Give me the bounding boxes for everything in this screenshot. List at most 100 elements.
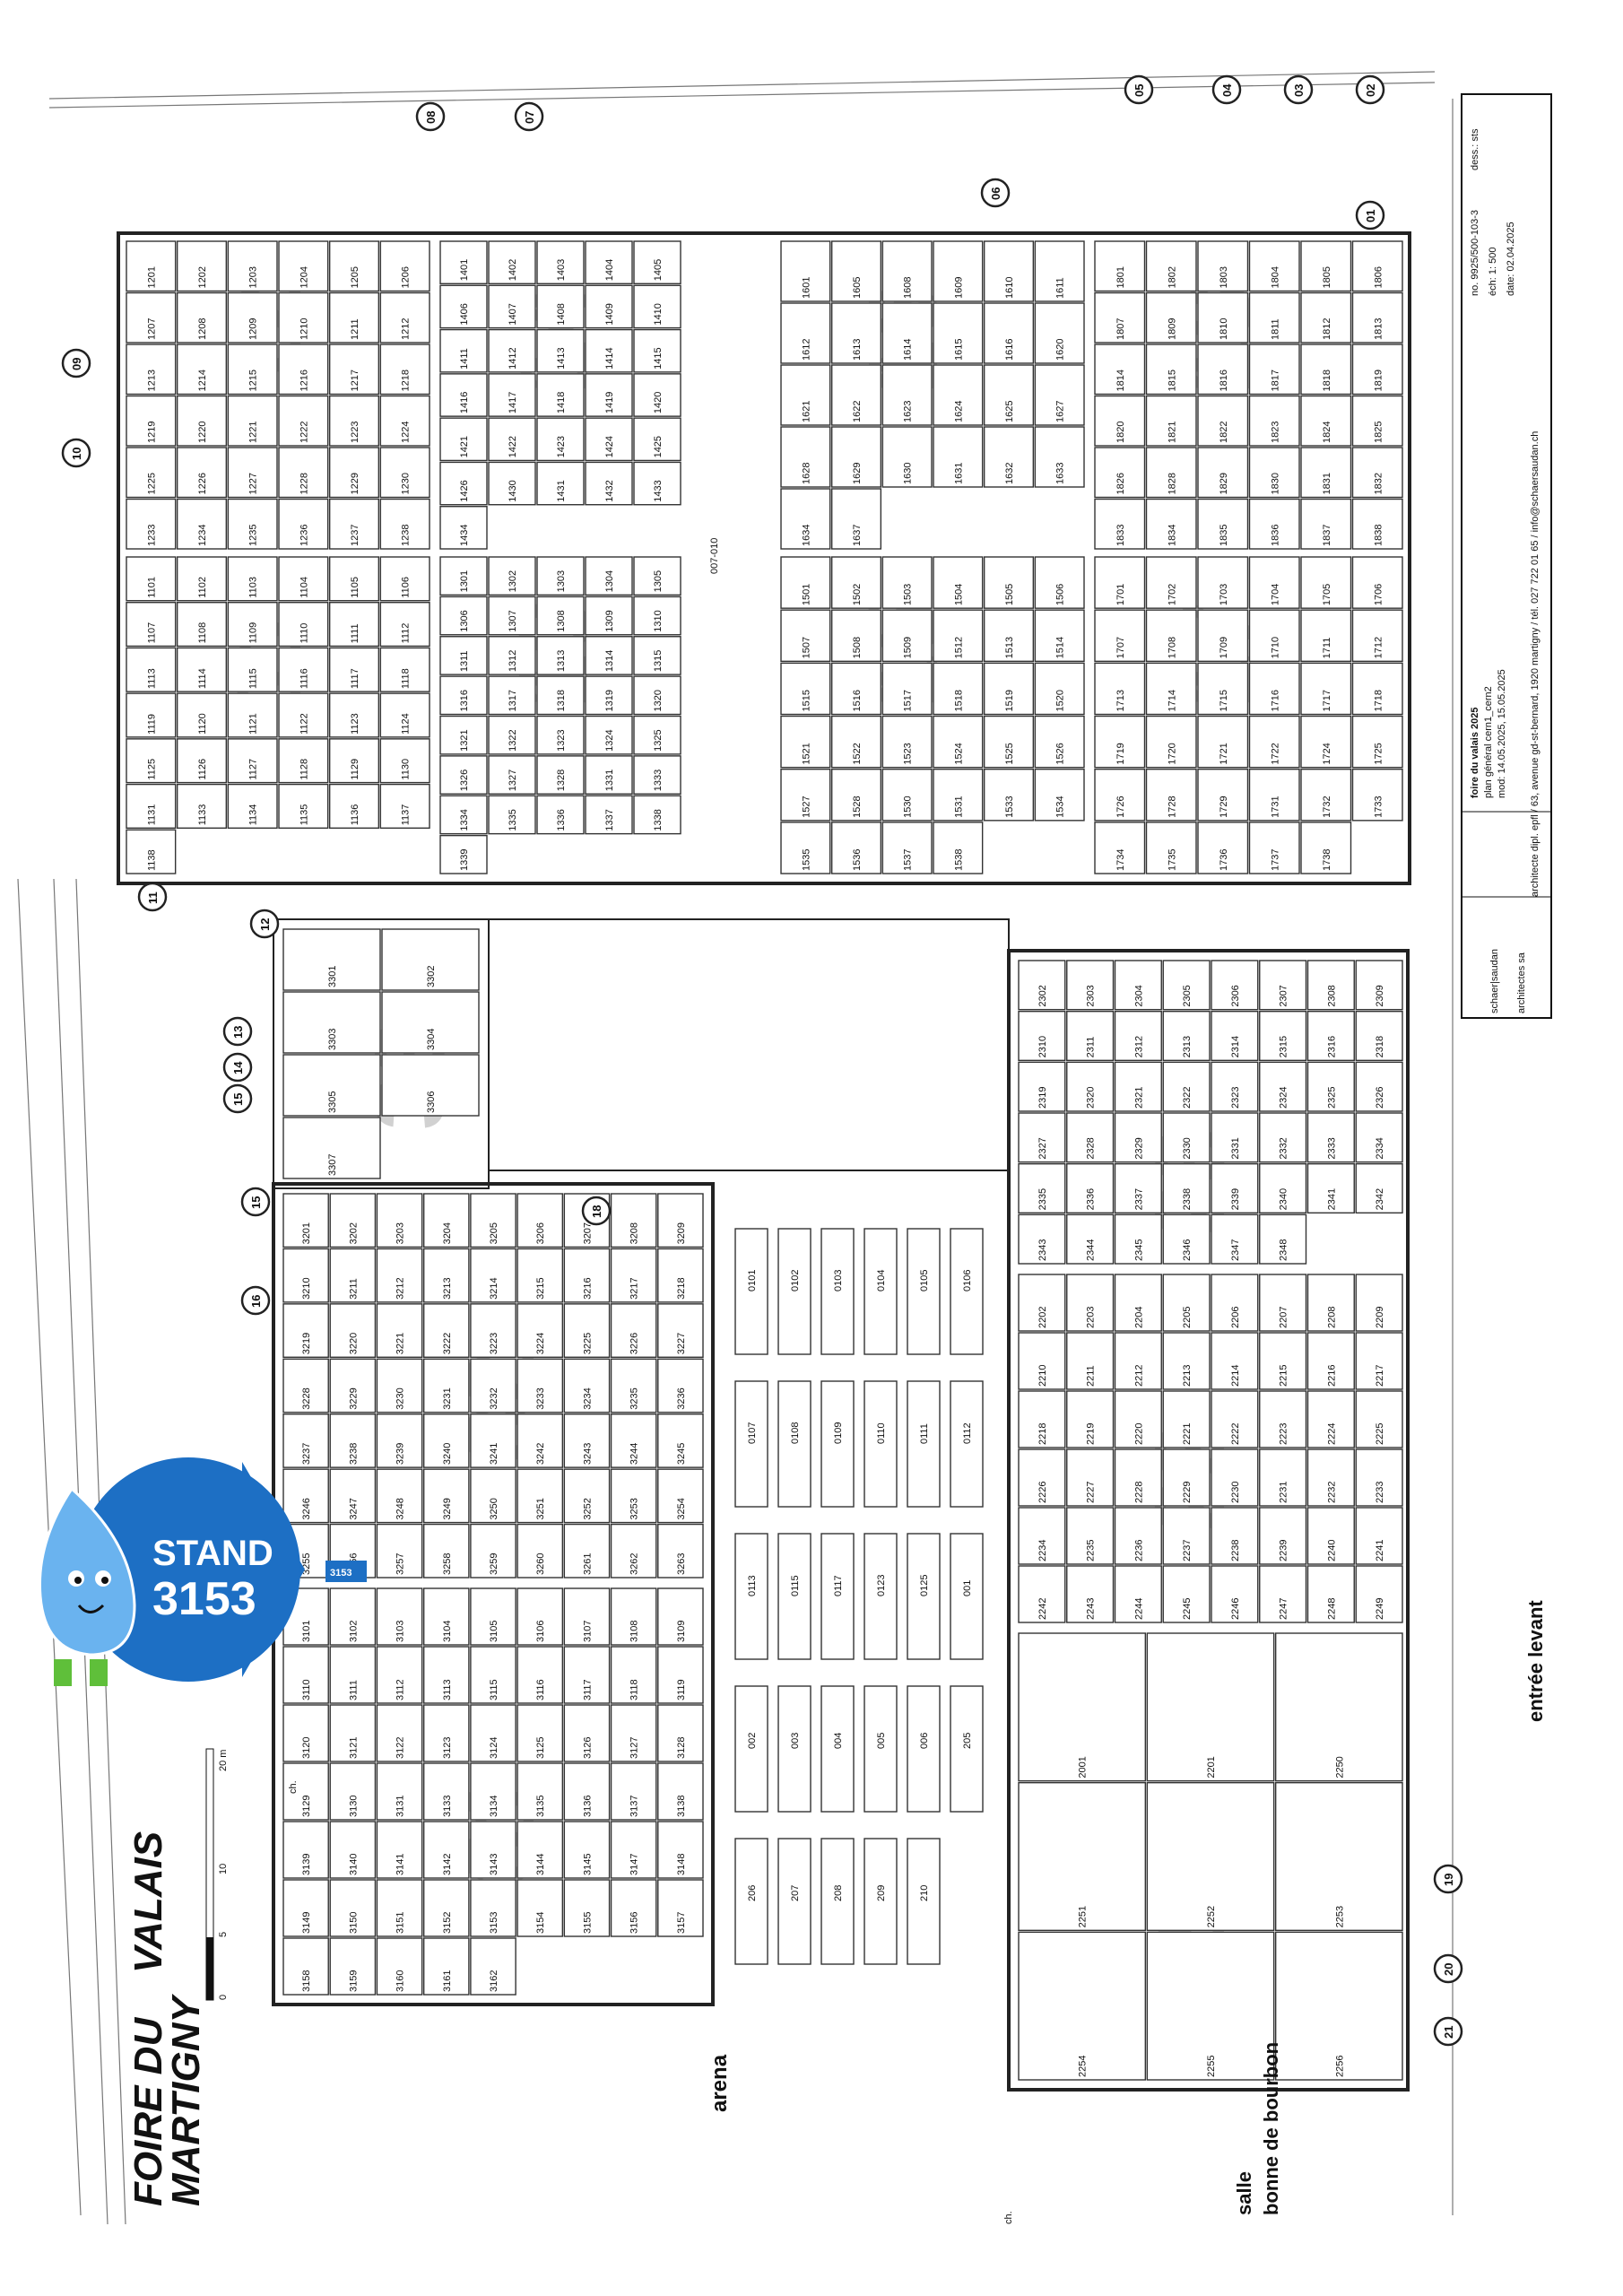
booth-1536[interactable]: 1536 bbox=[830, 822, 882, 874]
booth-3211[interactable]: 3211 bbox=[329, 1248, 377, 1303]
booth-1801[interactable]: 1801 bbox=[1094, 240, 1146, 292]
booth-1414[interactable]: 1414 bbox=[585, 328, 633, 373]
booth-3217[interactable]: 3217 bbox=[610, 1248, 657, 1303]
booth-3306[interactable]: 3306 bbox=[381, 1054, 480, 1117]
booth-1206[interactable]: 1206 bbox=[379, 240, 430, 292]
booth-1634[interactable]: 1634 bbox=[780, 488, 831, 550]
area-0103[interactable]: 0103 bbox=[820, 1228, 855, 1355]
booth-2336[interactable]: 2336 bbox=[1066, 1162, 1115, 1214]
booth-2248[interactable]: 2248 bbox=[1306, 1565, 1355, 1623]
booth-1115[interactable]: 1115 bbox=[227, 647, 278, 692]
booth-3108[interactable]: 3108 bbox=[610, 1587, 657, 1646]
booth-1130[interactable]: 1130 bbox=[379, 738, 430, 784]
booth-1224[interactable]: 1224 bbox=[379, 395, 430, 447]
booth-1333[interactable]: 1333 bbox=[633, 755, 681, 795]
booth-1819[interactable]: 1819 bbox=[1351, 344, 1403, 396]
booth-3225[interactable]: 3225 bbox=[563, 1303, 611, 1358]
booth-1804[interactable]: 1804 bbox=[1248, 240, 1300, 292]
booth-3152[interactable]: 3152 bbox=[422, 1879, 470, 1937]
booth-3125[interactable]: 3125 bbox=[516, 1704, 564, 1762]
booth-2329[interactable]: 2329 bbox=[1114, 1112, 1162, 1163]
booth-1722[interactable]: 1722 bbox=[1248, 715, 1300, 769]
booth-2218[interactable]: 2218 bbox=[1018, 1390, 1066, 1448]
area-0112[interactable]: 0112 bbox=[950, 1380, 984, 1508]
booth-3238[interactable]: 3238 bbox=[329, 1413, 377, 1468]
booth-1828[interactable]: 1828 bbox=[1145, 447, 1197, 499]
booth-1629[interactable]: 1629 bbox=[830, 426, 882, 488]
booth-3113[interactable]: 3113 bbox=[422, 1646, 470, 1704]
booth-1227[interactable]: 1227 bbox=[227, 447, 278, 499]
booth-2239[interactable]: 2239 bbox=[1259, 1507, 1307, 1565]
booth-1526[interactable]: 1526 bbox=[1034, 715, 1085, 769]
booth-2307[interactable]: 2307 bbox=[1259, 960, 1307, 1011]
booth-1108[interactable]: 1108 bbox=[176, 602, 228, 648]
booth-1419[interactable]: 1419 bbox=[585, 373, 633, 417]
booth-1623[interactable]: 1623 bbox=[881, 364, 933, 426]
booth-2208[interactable]: 2208 bbox=[1306, 1274, 1355, 1332]
booth-2235[interactable]: 2235 bbox=[1066, 1507, 1115, 1565]
booth-1236[interactable]: 1236 bbox=[278, 498, 329, 550]
booth-2315[interactable]: 2315 bbox=[1259, 1010, 1307, 1062]
booth-1222[interactable]: 1222 bbox=[278, 395, 329, 447]
booth-3124[interactable]: 3124 bbox=[470, 1704, 516, 1762]
booth-3120[interactable]: 3120 bbox=[282, 1704, 329, 1762]
booth-1237[interactable]: 1237 bbox=[328, 498, 380, 550]
booth-3302[interactable]: 3302 bbox=[381, 928, 480, 991]
booth-1522[interactable]: 1522 bbox=[830, 715, 882, 769]
booth-1502[interactable]: 1502 bbox=[830, 556, 882, 609]
booth-1102[interactable]: 1102 bbox=[176, 556, 228, 602]
booth-1601[interactable]: 1601 bbox=[780, 240, 831, 302]
booth-3220[interactable]: 3220 bbox=[329, 1303, 377, 1358]
booth-2238[interactable]: 2238 bbox=[1211, 1507, 1259, 1565]
booth-3228[interactable]: 3228 bbox=[282, 1358, 329, 1413]
booth-3142[interactable]: 3142 bbox=[422, 1821, 470, 1879]
booth-1815[interactable]: 1815 bbox=[1145, 344, 1197, 396]
booth-1118[interactable]: 1118 bbox=[379, 647, 430, 692]
booth-2254[interactable]: 2254 bbox=[1018, 1931, 1147, 2081]
booth-2314[interactable]: 2314 bbox=[1211, 1010, 1259, 1062]
booth-1423[interactable]: 1423 bbox=[536, 417, 585, 462]
booth-1313[interactable]: 1313 bbox=[536, 636, 585, 675]
booth-3109[interactable]: 3109 bbox=[657, 1587, 704, 1646]
booth-3223[interactable]: 3223 bbox=[470, 1303, 516, 1358]
booth-3139[interactable]: 3139 bbox=[282, 1821, 329, 1879]
booth-1337[interactable]: 1337 bbox=[585, 795, 633, 835]
booth-2232[interactable]: 2232 bbox=[1306, 1448, 1355, 1507]
booth-3205[interactable]: 3205 bbox=[470, 1193, 516, 1248]
booth-2334[interactable]: 2334 bbox=[1355, 1112, 1403, 1163]
booth-1312[interactable]: 1312 bbox=[488, 636, 536, 675]
booth-1138[interactable]: 1138 bbox=[126, 829, 177, 874]
booth-1315[interactable]: 1315 bbox=[633, 636, 681, 675]
booth-2330[interactable]: 2330 bbox=[1162, 1112, 1211, 1163]
booth-1426[interactable]: 1426 bbox=[439, 461, 488, 506]
booth-1325[interactable]: 1325 bbox=[633, 715, 681, 755]
booth-2253[interactable]: 2253 bbox=[1274, 1781, 1403, 1932]
booth-3240[interactable]: 3240 bbox=[422, 1413, 470, 1468]
booth-1403[interactable]: 1403 bbox=[536, 240, 585, 284]
booth-3258[interactable]: 3258 bbox=[422, 1523, 470, 1578]
booth-2246[interactable]: 2246 bbox=[1211, 1565, 1259, 1623]
booth-3213[interactable]: 3213 bbox=[422, 1248, 470, 1303]
booth-1735[interactable]: 1735 bbox=[1145, 822, 1197, 874]
booth-3140[interactable]: 3140 bbox=[329, 1821, 377, 1879]
booth-1534[interactable]: 1534 bbox=[1034, 768, 1085, 822]
booth-3133[interactable]: 3133 bbox=[422, 1762, 470, 1821]
booth-1234[interactable]: 1234 bbox=[176, 498, 228, 550]
booth-3201[interactable]: 3201 bbox=[282, 1193, 329, 1248]
booth-1316[interactable]: 1316 bbox=[439, 675, 488, 716]
booth-1126[interactable]: 1126 bbox=[176, 738, 228, 784]
booth-1720[interactable]: 1720 bbox=[1145, 715, 1197, 769]
booth-1836[interactable]: 1836 bbox=[1248, 498, 1300, 550]
booth-1610[interactable]: 1610 bbox=[983, 240, 1035, 302]
booth-1716[interactable]: 1716 bbox=[1248, 662, 1300, 716]
booth-3159[interactable]: 3159 bbox=[329, 1937, 377, 1996]
booth-1632[interactable]: 1632 bbox=[983, 426, 1035, 488]
booth-1321[interactable]: 1321 bbox=[439, 715, 488, 755]
booth-1409[interactable]: 1409 bbox=[585, 284, 633, 329]
booth-2001[interactable]: 2001 bbox=[1018, 1632, 1147, 1782]
area-208[interactable]: 208 bbox=[820, 1838, 855, 1965]
booth-1308[interactable]: 1308 bbox=[536, 596, 585, 636]
booth-2324[interactable]: 2324 bbox=[1259, 1061, 1307, 1112]
booth-3229[interactable]: 3229 bbox=[329, 1358, 377, 1413]
booth-3118[interactable]: 3118 bbox=[610, 1646, 657, 1704]
